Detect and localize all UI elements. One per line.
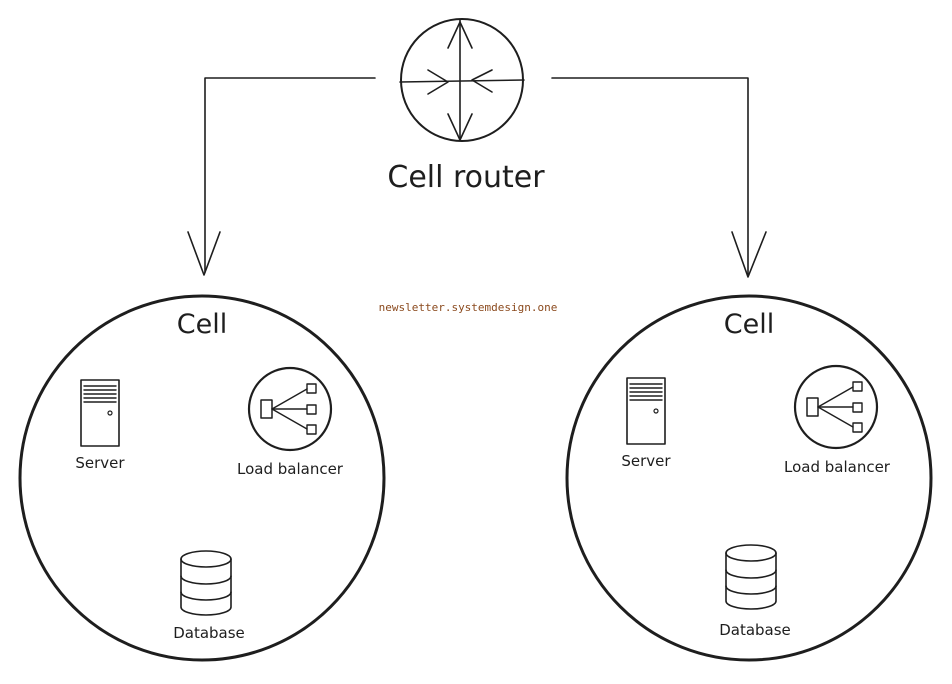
server-label: Server [75, 454, 125, 472]
router-label: Cell router [387, 160, 545, 195]
server-icon [80, 379, 120, 447]
connector-router-to-right-cell [551, 77, 767, 278]
server-icon [626, 377, 666, 445]
cell-left: Cell Server Load balancer [18, 294, 386, 662]
load-balancer-icon [793, 364, 879, 450]
cell-title: Cell [724, 309, 774, 340]
load-balancer-label: Load balancer [237, 460, 344, 478]
database-icon [725, 544, 777, 610]
router-icon [399, 18, 525, 142]
load-balancer-label: Load balancer [784, 458, 891, 476]
database-icon [180, 550, 232, 616]
load-balancer-icon [247, 366, 333, 452]
server-label: Server [621, 452, 671, 470]
database-label: Database [173, 624, 245, 642]
cell-title: Cell [177, 309, 227, 340]
database-label: Database [719, 621, 791, 639]
cell-right: Cell Server Load balancer [565, 294, 933, 662]
watermark-text: newsletter.systemdesign.one [379, 301, 558, 314]
connector-router-to-left-cell [187, 77, 376, 276]
